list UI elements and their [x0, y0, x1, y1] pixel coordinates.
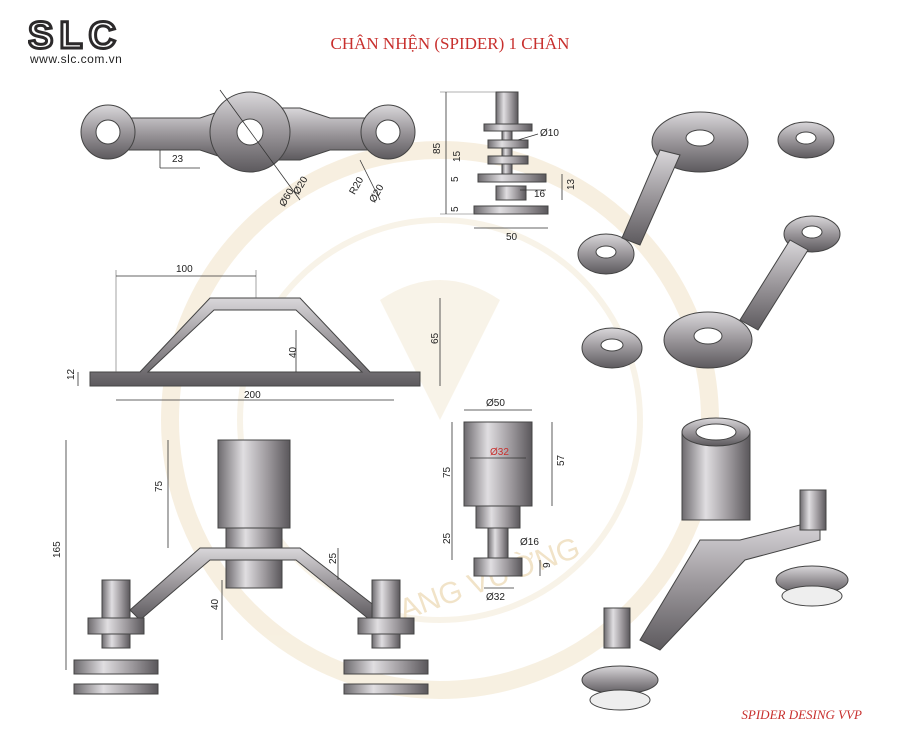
assembly-iso-view [581, 417, 849, 711]
dim-bolt-h5b: 5 [450, 206, 461, 212]
dim-front-h65: 65 [430, 332, 441, 344]
boss-detail-view [451, 409, 553, 589]
dim-asm-h40: 40 [210, 598, 221, 610]
dim-boss-h9: 9 [542, 562, 553, 568]
dim-asm-h25: 25 [328, 552, 339, 564]
dim-boss-h25: 25 [442, 532, 453, 544]
dim-bolt-d10: Ø10 [540, 128, 559, 139]
top-view [80, 89, 416, 201]
iso-view-bottom [581, 215, 841, 369]
dim-asm-h75: 75 [154, 480, 165, 492]
bolt-side-view [440, 91, 563, 229]
dim-bolt-h85: 85 [432, 142, 443, 154]
dim-bolt-w50: 50 [506, 232, 518, 243]
dim-bolt-h15: 15 [452, 150, 463, 162]
dim-front-w100: 100 [176, 264, 193, 275]
dim-boss-d32a: Ø32 [490, 447, 509, 458]
dim-bolt-h5a: 5 [450, 176, 461, 182]
dim-front-h40: 40 [288, 346, 299, 358]
dim-front-h12: 12 [66, 368, 77, 380]
dim-top-d20b: Ø20 [368, 182, 387, 204]
dim-top-arm: 23 [172, 154, 184, 165]
brand-logo-text: SLC [28, 15, 122, 54]
dim-bolt-h13: 13 [566, 178, 577, 190]
dim-boss-d50: Ø50 [486, 398, 505, 409]
page-title: CHÂN NHỆN (SPIDER) 1 CHÂN [330, 34, 570, 53]
dim-bolt-w16: 16 [534, 189, 546, 200]
dim-front-w200: 200 [244, 390, 261, 401]
dim-boss-h57: 57 [556, 454, 567, 466]
dim-boss-h75: 75 [442, 466, 453, 478]
dim-top-r20: R20 [348, 175, 367, 197]
iso-view-top [577, 111, 835, 275]
front-view [77, 270, 441, 401]
brand-url: www.slc.com.vn [30, 52, 123, 66]
assembly-front-view [65, 439, 429, 695]
brand-logo: SLC [27, 14, 148, 74]
design-caption: SPIDER DESING VVP [741, 707, 862, 722]
slc-logo-icon: SLC [27, 14, 122, 59]
dim-asm-h165: 165 [52, 541, 63, 558]
dim-boss-d16: Ø16 [520, 537, 539, 548]
dim-boss-d32b: Ø32 [486, 592, 505, 603]
